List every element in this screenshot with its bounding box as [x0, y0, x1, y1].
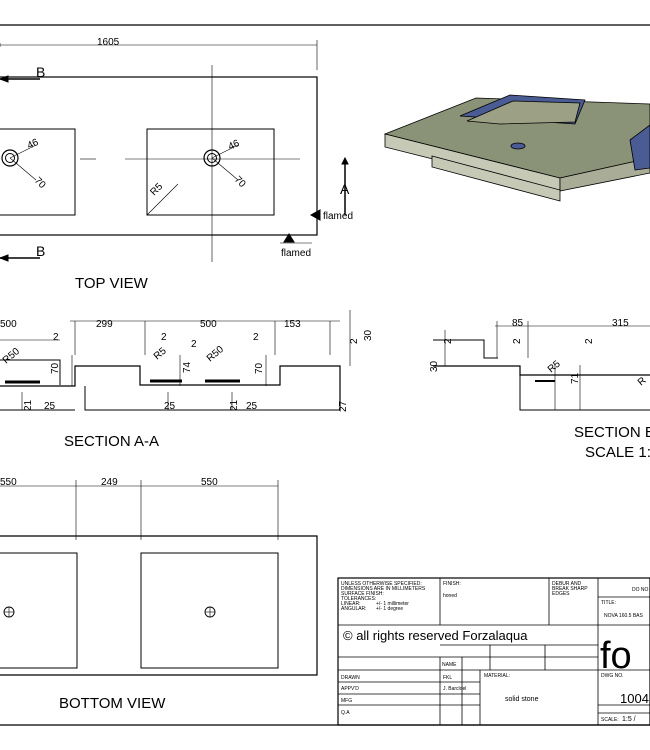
- aa-dim-500-left: 500: [0, 319, 17, 330]
- bb-vert-71: 71: [570, 372, 581, 384]
- section-bb-scale: SCALE 1:5: [585, 444, 650, 461]
- aa-radius-r50-left: R50: [1, 346, 22, 367]
- aa-dim-21-right: 21: [229, 399, 240, 411]
- bb-radius-r5: R5: [546, 358, 563, 375]
- tb-tol-angular: +/- 1 degree: [376, 606, 403, 612]
- bb-radius-r-cut: R: [636, 375, 649, 388]
- tb-note-4: TOLERANCES:: [341, 596, 376, 602]
- section-b-marker-top: B: [36, 64, 45, 80]
- aa-dim-299: 299: [96, 319, 113, 330]
- aa-dim-2-c: 2: [191, 339, 197, 350]
- section-bb-title: SECTION B: [574, 424, 650, 441]
- aa-vert-74: 74: [182, 361, 193, 373]
- section-bb: [433, 321, 650, 411]
- tb-col-name: NAME: [442, 662, 457, 668]
- aa-dim-153: 153: [284, 319, 301, 330]
- bottom-dim-249: 249: [101, 477, 118, 488]
- aa-dim-27: 27: [338, 400, 349, 412]
- tb-title-label: TITLE:: [601, 600, 616, 606]
- top-dim-46-right: 46: [227, 138, 242, 153]
- tb-note-5: LINEAR:: [341, 601, 360, 607]
- aa-dim-25-right: 25: [246, 401, 258, 412]
- section-a-marker: A: [340, 181, 350, 197]
- section-aa-title: SECTION A-A: [64, 433, 159, 450]
- top-dim-r5: R5: [148, 181, 165, 198]
- aa-vert-70-right: 70: [254, 362, 265, 374]
- tb-mfg-label: MFG: [341, 698, 352, 704]
- top-note-flamed-side: flamed: [323, 211, 353, 222]
- tb-qa-label: Q.A: [341, 710, 350, 716]
- tb-note-3: SURFACE FINISH:: [341, 591, 384, 597]
- tb-note-2: DIMENSIONS ARE IN MILLIMETERS: [341, 586, 426, 592]
- aa-dim-30: 30: [363, 329, 374, 341]
- tb-deburr-1: DEBUR AND: [552, 581, 582, 587]
- aa-dim-2-a: 2: [53, 332, 59, 343]
- tb-title-value: NOVA 160.5 BAS: [604, 613, 643, 619]
- tb-drawn-label: DRAWN: [341, 675, 360, 681]
- tb-dwg-value: 1004: [620, 691, 649, 706]
- tb-logo: fo: [600, 635, 632, 677]
- tb-material-label: MATERIAL:: [484, 673, 510, 679]
- top-dim-46-left: 46: [26, 137, 41, 152]
- bb-dim-2-c: 2: [584, 338, 595, 344]
- aa-dim-2-b: 2: [161, 332, 167, 343]
- tb-material-value: solid stone: [505, 696, 539, 703]
- tb-note-1: UNLESS OTHERWISE SPECIFIED:: [341, 581, 422, 587]
- top-view-title: TOP VIEW: [75, 275, 149, 292]
- tb-copyright: © all rights reserved Forzalaqua: [343, 628, 528, 643]
- bb-dim-30: 30: [429, 360, 440, 372]
- isometric-view: [383, 94, 650, 202]
- tb-drawn-name: FKL: [443, 675, 452, 681]
- aa-radius-r5: R5: [152, 345, 169, 362]
- bb-dim-315: 315: [612, 318, 629, 329]
- title-block-frame: [337, 577, 650, 726]
- tb-do-not-scale: DO NO: [632, 587, 649, 593]
- tb-tol-linear: +/- 1 millimeter: [376, 601, 409, 607]
- aa-dim-21-left: 21: [23, 399, 34, 411]
- aa-dim-500-right: 500: [200, 319, 217, 330]
- top-view-overall-dim: 1605: [97, 37, 120, 48]
- bb-dim-85: 85: [512, 318, 524, 329]
- tb-checked-label: APPV'D: [341, 686, 359, 692]
- section-b-marker-bottom: B: [36, 243, 45, 259]
- tb-deburr-2: BREAK SHARP: [552, 586, 588, 592]
- tb-scale-value: 1:5 /: [622, 716, 636, 723]
- tb-scale-label: SCALE:: [601, 717, 619, 723]
- bottom-view-title: BOTTOM VIEW: [59, 695, 166, 712]
- tb-finish-value: honed: [443, 593, 457, 599]
- top-dim-70-left: 70: [32, 175, 48, 191]
- aa-vert-70-left: 70: [50, 362, 61, 374]
- tb-dwg-label: DWG NO.: [601, 673, 624, 679]
- aa-radius-r50-right: R50: [205, 344, 226, 365]
- bb-dim-2-b: 2: [512, 338, 523, 344]
- aa-dim-25-mid: 25: [164, 401, 176, 412]
- section-aa: [0, 310, 351, 411]
- tb-note-6: ANGULAR:: [341, 606, 367, 612]
- bottom-view: [0, 480, 318, 676]
- bb-dim-2-a: 2: [443, 338, 454, 344]
- tb-deburr-3: EDGES: [552, 591, 570, 597]
- top-view: [0, 40, 349, 262]
- aa-dim-25-left: 25: [44, 401, 56, 412]
- aa-dim-2-e: 2: [349, 338, 360, 344]
- top-note-flamed-front: flamed: [281, 248, 311, 259]
- bottom-dim-550-left: 550: [0, 477, 17, 488]
- bottom-dim-550-right: 550: [201, 477, 218, 488]
- tb-finish-label: FINISH:: [443, 581, 461, 587]
- tb-checked-name: J. Barcloel: [443, 686, 466, 692]
- aa-dim-2-d: 2: [253, 332, 259, 343]
